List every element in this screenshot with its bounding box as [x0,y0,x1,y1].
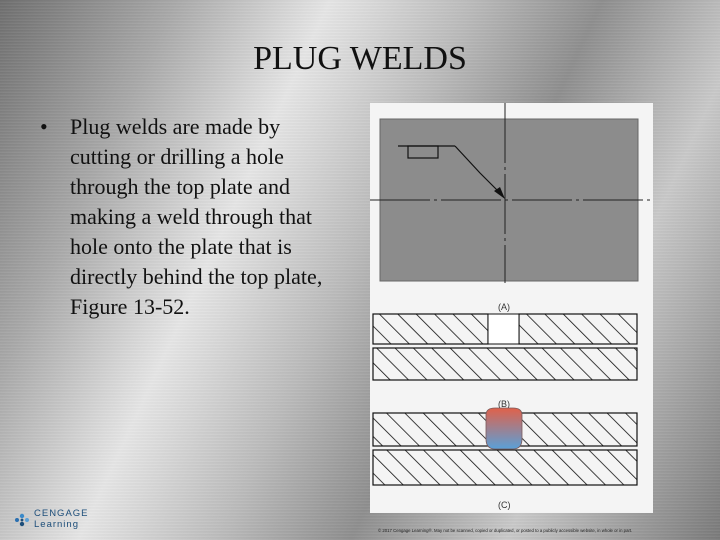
plug-weld-figure: (A) (B) (C) [370,103,653,513]
slide-title: PLUG WELDS [253,40,467,77]
figure-label-a: (A) [498,302,510,312]
bullet-point: • Plug welds are made by cutting or dril… [40,112,340,322]
logo-line-2: Learning [34,519,79,530]
plug-weld-symbol [398,145,505,199]
drilled-hole [487,313,520,345]
bullet-marker: • [40,114,48,139]
copyright-notice: © 2017 Cengage Learning®. May not be sca… [378,528,633,533]
cengage-logo-icon [15,513,29,527]
arrow-head-icon [494,187,505,199]
bullet-text: Plug welds are made by cutting or drilli… [70,114,323,319]
plug-weld-bead [485,407,523,450]
cengage-logo: CENGAGE Learning [12,508,92,534]
figure-label-c: (C) [498,500,511,510]
top-plate-right-section [518,313,638,345]
figure-label-b: (B) [498,399,510,409]
plug-weld-diagram: (A) (B) (C) [370,103,653,510]
bottom-plate-b [372,347,638,381]
bottom-plate-c [372,449,638,486]
logo-line-1: CENGAGE [34,508,89,519]
top-plate-left-section [372,313,489,345]
